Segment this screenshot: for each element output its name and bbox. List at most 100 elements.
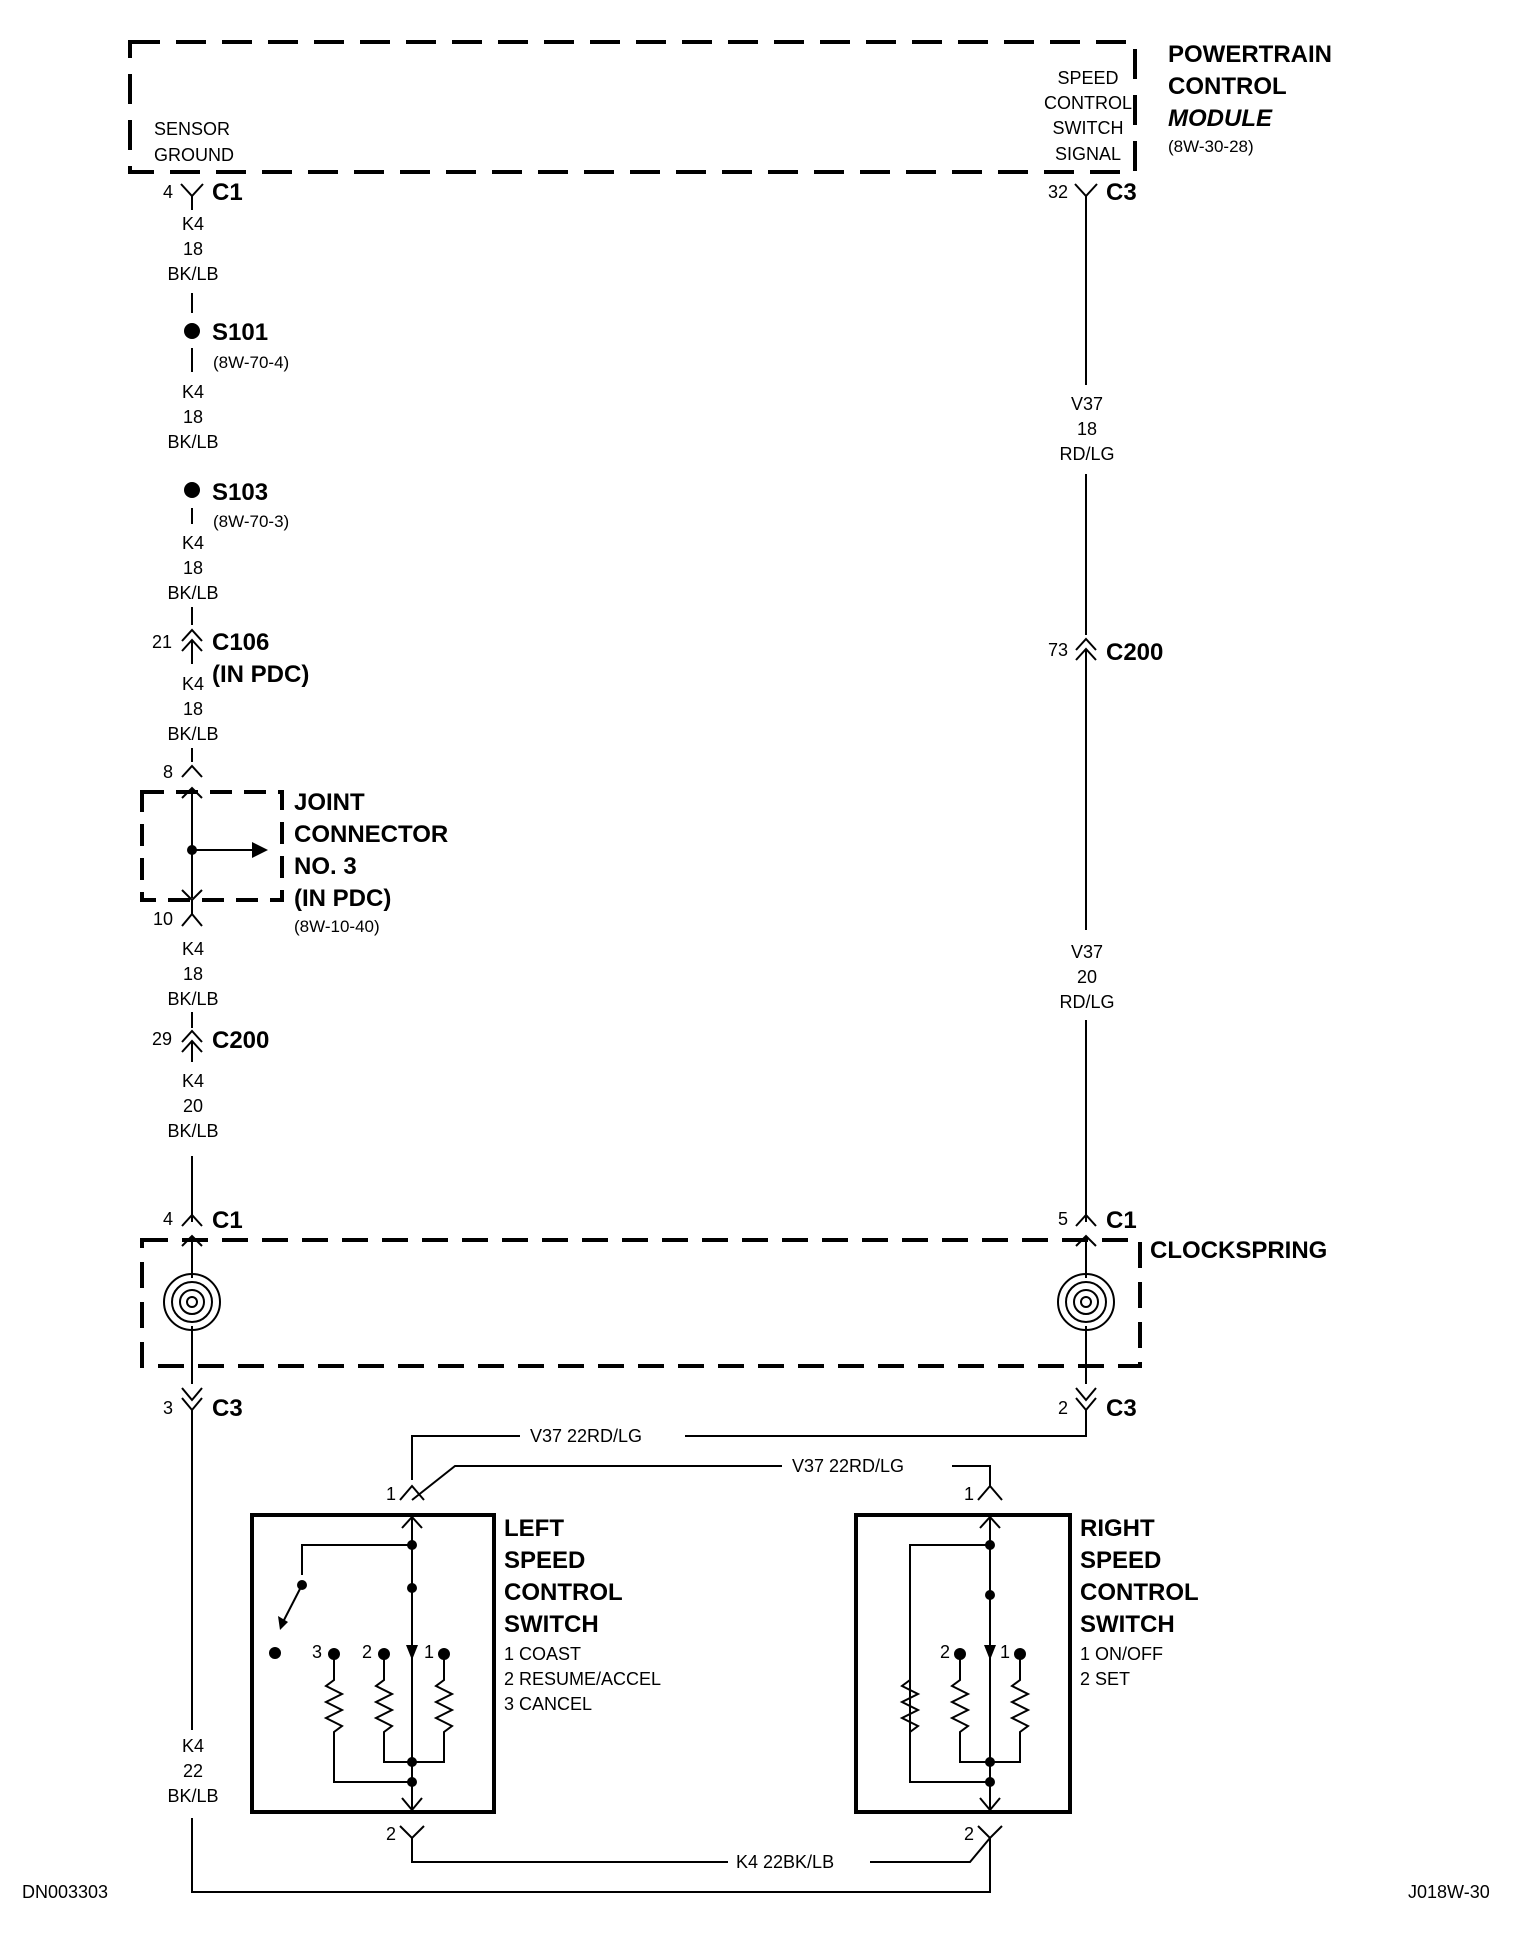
connector-symbol — [181, 1213, 203, 1227]
connector-symbol — [181, 1387, 203, 1420]
wire-color: BK/LB — [167, 432, 218, 452]
splice-s103: S103 — [212, 479, 268, 506]
pin-number: 21 — [152, 632, 172, 652]
connector-name: C1 — [212, 179, 243, 206]
wire-code: K4 — [182, 1736, 204, 1756]
pin-number: 2 — [964, 1824, 974, 1844]
resistor-icon — [990, 1654, 1031, 1763]
wire-code: K4 — [182, 382, 204, 402]
pcm-pin-left: 4 C1 — [163, 179, 243, 210]
wire-code: V37 — [1071, 942, 1103, 962]
resistor-icon — [949, 1654, 990, 1763]
left-switch-title-3: CONTROL — [504, 1579, 623, 1606]
resistor-icon — [412, 1654, 455, 1763]
joint-pin-top-symbol — [181, 764, 203, 778]
wire-code: V37 — [1071, 394, 1103, 414]
resistor-icon — [373, 1654, 412, 1763]
v37-signal-wire: V37 18 RD/LG 73 C200 V37 20 RD/LG — [1048, 210, 1163, 1222]
right-switch-box — [854, 1513, 1072, 1814]
footer-right-code: J018W-30 — [1408, 1882, 1490, 1902]
joint-label-3: NO. 3 — [294, 853, 357, 880]
pin-number: 3 — [163, 1398, 173, 1418]
wire-gauge: 18 — [183, 558, 203, 578]
joint-pin-bottom-symbol — [181, 900, 203, 927]
pin-number: 5 — [1058, 1209, 1068, 1229]
left-switch-option-2: 2 RESUME/ACCEL — [504, 1669, 661, 1689]
connector-symbol-c106 — [181, 628, 203, 664]
bus-v37-label: V37 22RD/LG — [530, 1426, 642, 1446]
left-switch-title-1: LEFT — [504, 1515, 564, 1542]
pin-number: 8 — [163, 762, 173, 782]
joint-ref: (8W-10-40) — [294, 917, 380, 936]
wire-code: K4 — [182, 1071, 204, 1091]
connector-name: C1 — [1106, 1207, 1137, 1234]
bus-k4-label: K4 22BK/LB — [736, 1852, 834, 1872]
connector-c106: C106 — [212, 629, 269, 656]
right-switch-title-1: RIGHT — [1080, 1515, 1155, 1542]
pin-number: 2 — [1058, 1398, 1068, 1418]
pin-number: 29 — [152, 1029, 172, 1049]
pcm-dashed-box — [128, 40, 1137, 174]
pin-number: 73 — [1048, 640, 1068, 660]
speed-signal-label-4: SIGNAL — [1055, 144, 1121, 164]
pin-number: 32 — [1048, 182, 1068, 202]
joint-label-2: CONNECTOR — [294, 821, 448, 848]
left-switch-box — [250, 1513, 496, 1814]
wire-color: BK/LB — [167, 264, 218, 284]
wire-code: K4 — [182, 939, 204, 959]
wire-code: K4 — [182, 674, 204, 694]
pin-number: 1 — [964, 1484, 974, 1504]
splice-s101-ref: (8W-70-4) — [213, 353, 289, 372]
arrow-icon — [278, 1616, 288, 1630]
wire-gauge: 20 — [183, 1096, 203, 1116]
switch-bus-wires: V37 22RD/LG V37 22RD/LG K4 22 BK/LB K4 2… — [167, 1420, 1087, 1893]
right-speed-control-switch: 1 2 1 2 RIGHT SPEED CONTROL SWITCH 1 ON/… — [854, 1484, 1199, 1850]
switch-contact-arm — [283, 1584, 303, 1621]
wire-gauge: 18 — [183, 239, 203, 259]
sensor-ground-label-2: GROUND — [154, 145, 234, 165]
right-switch-title-4: SWITCH — [1080, 1611, 1175, 1638]
contact-number: 2 — [362, 1642, 372, 1662]
left-speed-control-switch: 1 3 2 1 2 LEFT SPEED CONTROL SWITC — [250, 1484, 661, 1846]
speed-signal-label-3: SWITCH — [1053, 118, 1124, 138]
clockspring: 4 C1 5 C1 CLOCKSPRING 3 C3 — [140, 1207, 1327, 1422]
wire-gauge: 18 — [183, 699, 203, 719]
connector-symbol — [399, 1484, 425, 1501]
right-switch-title-3: CONTROL — [1080, 1579, 1199, 1606]
wire-color: BK/LB — [167, 724, 218, 744]
left-switch-title-4: SWITCH — [504, 1611, 599, 1638]
coil-spring-icon — [163, 1273, 221, 1331]
connector-name: C3 — [1106, 179, 1137, 206]
wire-code: K4 — [182, 533, 204, 553]
right-switch-title-2: SPEED — [1080, 1547, 1161, 1574]
left-switch-title-2: SPEED — [504, 1547, 585, 1574]
wire-gauge: 20 — [1077, 967, 1097, 987]
joint-label-4: (IN PDC) — [294, 885, 391, 912]
wire-color: RD/LG — [1059, 992, 1114, 1012]
resistor-icon — [899, 1679, 921, 1733]
arrow-right-icon — [252, 842, 268, 858]
wire-gauge: 22 — [183, 1761, 203, 1781]
arrow-down-icon — [984, 1645, 996, 1660]
left-switch-option-3: 3 CANCEL — [504, 1694, 592, 1714]
resistor-icon — [323, 1654, 412, 1783]
connector-symbol — [1075, 1387, 1097, 1420]
wire-color: RD/LG — [1059, 444, 1114, 464]
wire-gauge: 18 — [183, 407, 203, 427]
right-switch-option-2: 2 SET — [1080, 1669, 1130, 1689]
k4-ground-wire: K4 18 BK/LB S101 (8W-70-4) K4 18 BK/LB S… — [140, 214, 448, 1222]
pcm-pin-right: 32 C3 — [1048, 179, 1137, 210]
footer-left-code: DN003303 — [22, 1882, 108, 1902]
connector-symbol-c200 — [181, 1029, 203, 1062]
connector-c200-right: C200 — [1106, 639, 1163, 666]
pin-number: 4 — [163, 182, 173, 202]
wire-color: BK/LB — [167, 989, 218, 1009]
pcm-ref: (8W-30-28) — [1168, 137, 1254, 156]
splice-s103-ref: (8W-70-3) — [213, 512, 289, 531]
connector-symbol — [180, 183, 204, 210]
joint-connector-box — [140, 790, 284, 902]
pin-number: 1 — [386, 1484, 396, 1504]
splice-dot-s103 — [184, 482, 200, 498]
connector-symbol — [1075, 1213, 1097, 1227]
arrow-down-icon — [406, 1645, 418, 1660]
